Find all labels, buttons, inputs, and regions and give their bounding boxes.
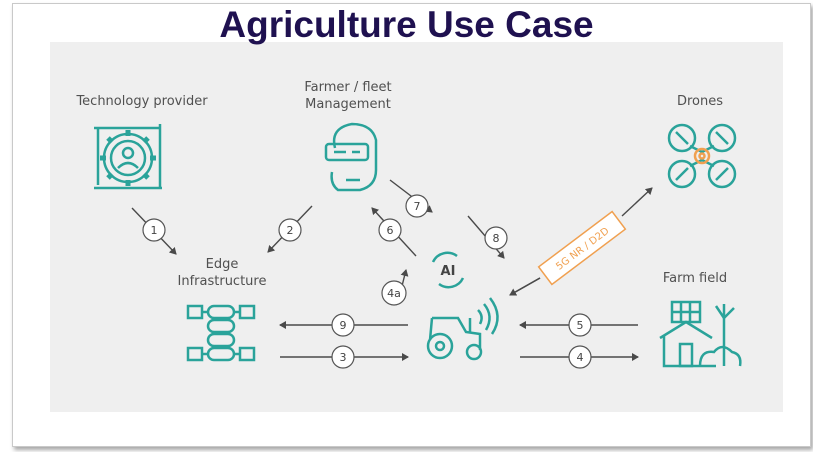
step-badge-5: 5 xyxy=(568,313,592,337)
step-badge-9: 9 xyxy=(331,313,355,337)
label-farmer-line1: Farmer / fleet xyxy=(304,80,391,95)
svg-text:2: 2 xyxy=(287,224,294,237)
label-farmer-line2: Management xyxy=(305,97,391,112)
diagram-panel xyxy=(50,42,783,412)
step-badge-4: 4 xyxy=(568,345,592,369)
svg-text:1: 1 xyxy=(151,224,158,237)
step-badge-6: 6 xyxy=(378,218,402,242)
server-stack-icon xyxy=(186,304,256,362)
step-badge-3: 3 xyxy=(331,345,355,369)
svg-text:8: 8 xyxy=(493,232,500,245)
step-badge-4a: 4a xyxy=(381,280,407,306)
step-badge-1: 1 xyxy=(142,218,166,242)
drone-icon xyxy=(667,123,737,189)
gear-person-icon xyxy=(94,124,162,190)
svg-text:3: 3 xyxy=(340,351,347,364)
svg-text:6: 6 xyxy=(387,224,394,237)
step-badge-8: 8 xyxy=(484,226,508,250)
svg-text:9: 9 xyxy=(340,319,347,332)
label-edge-line1: Edge xyxy=(206,257,239,272)
label-farm-field: Farm field xyxy=(663,271,727,286)
ai-label: AI xyxy=(441,264,456,279)
label-edge-line2: Infrastructure xyxy=(178,274,267,289)
svg-text:4: 4 xyxy=(577,351,584,364)
vr-headset-person-icon xyxy=(324,122,378,192)
tractor-icon xyxy=(426,297,499,361)
farmhouse-icon xyxy=(659,300,742,368)
5g-link: 5G NR / D2D xyxy=(509,187,653,296)
label-drones: Drones xyxy=(677,94,723,109)
ai-cycle-icon: AI xyxy=(431,251,465,289)
svg-text:4a: 4a xyxy=(387,287,401,300)
svg-text:7: 7 xyxy=(414,200,421,213)
slide-title: Agriculture Use Case xyxy=(219,4,594,45)
step-badge-2: 2 xyxy=(278,218,302,242)
step-badge-7: 7 xyxy=(405,194,429,218)
label-technology-provider: Technology provider xyxy=(75,94,208,109)
svg-text:5: 5 xyxy=(577,319,584,332)
